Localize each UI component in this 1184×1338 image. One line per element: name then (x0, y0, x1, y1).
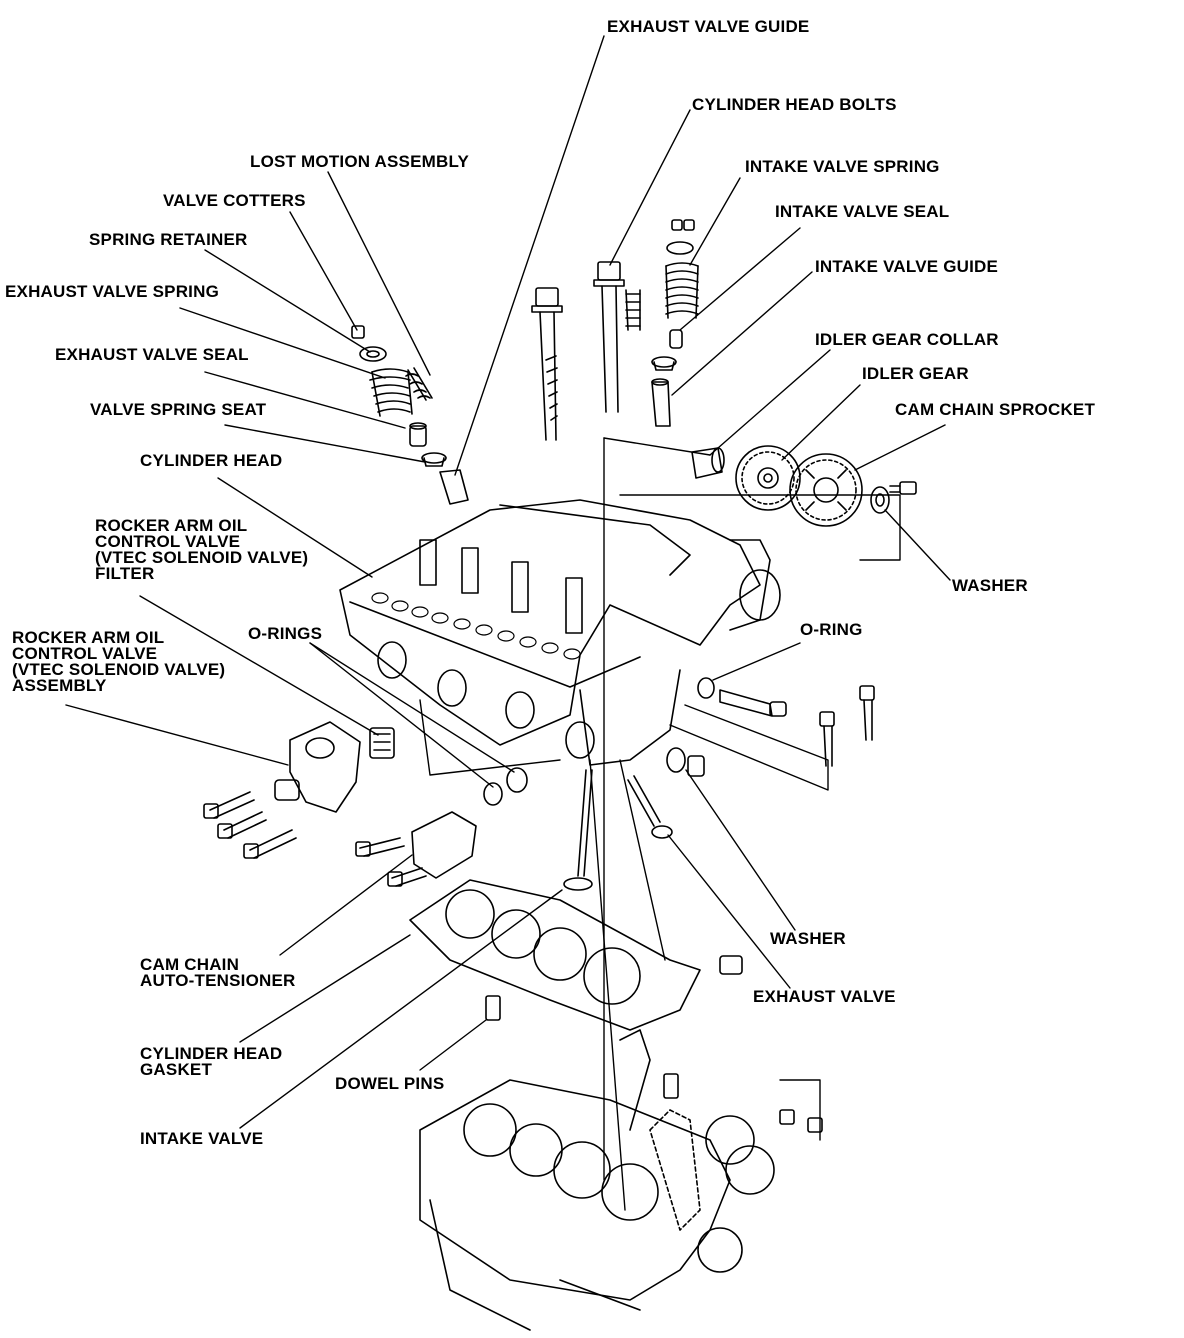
label-valve-cotters: VALVE COTTERS (163, 191, 306, 210)
valve-cotters-part (351, 325, 365, 339)
exhaust-valve-part (627, 775, 673, 839)
label-washer-top: WASHER (952, 576, 1028, 595)
label-intake-valve-guide: INTAKE VALVE GUIDE (815, 257, 999, 276)
label-o-ring: O-RING (800, 620, 863, 639)
label-intake-valve-seal: INTAKE VALVE SEAL (775, 202, 950, 221)
sprocket-bolt-part (889, 481, 917, 495)
label-solenoid-filter-line-3: (VTEC SOLENOID VALVE) (95, 548, 309, 567)
label-idler-gear: IDLER GEAR (862, 364, 969, 383)
bolt-long-right (719, 689, 787, 717)
valve-spring-seat-part (421, 452, 447, 467)
label-solenoid-assembly: ROCKER ARM OIL CONTROL VALVE (VTEC SOLEN… (12, 628, 226, 695)
label-cylinder-head: CYLINDER HEAD (140, 451, 283, 470)
intake-valve-spring-part (665, 262, 699, 319)
idler-gear-part (735, 445, 801, 511)
intake-valve-retainer-part (666, 241, 694, 255)
label-cylinder-head-gasket: CYLINDER HEAD GASKET (140, 1044, 283, 1079)
label-solenoid-filter: ROCKER ARM OIL CONTROL VALVE (VTEC SOLEN… (95, 516, 309, 583)
intake-spring-small (625, 289, 641, 331)
label-cylinder-head-bolts: CYLINDER HEAD BOLTS (692, 95, 897, 114)
intake-spring-seat-part (651, 356, 677, 371)
washer-part-bottom (666, 747, 705, 777)
cylinder-head-bolt-left (531, 287, 563, 441)
label-solenoid-assembly-line-1: ROCKER ARM OIL (12, 628, 165, 647)
dowel-pin-left (485, 995, 501, 1021)
label-cylinder-head-gasket-line-1: CYLINDER HEAD (140, 1044, 283, 1063)
bolt-vertical-2 (859, 685, 875, 741)
label-cam-chain-auto-tensioner-line-1: CAM CHAIN (140, 955, 240, 974)
label-cylinder-head-gasket-line-2: GASKET (140, 1060, 213, 1079)
dowel-pin-right (663, 1073, 679, 1099)
label-solenoid-filter-line-4: FILTER (95, 564, 155, 583)
label-exhaust-valve-spring: EXHAUST VALVE SPRING (5, 282, 220, 301)
idler-gear-collar-part (691, 447, 725, 479)
bolt-vertical-1 (819, 711, 835, 767)
exhaust-valve-seal-part (409, 422, 427, 447)
cam-chain-auto-tensioner-part (355, 811, 477, 887)
label-o-rings: O-RINGS (248, 624, 323, 643)
label-solenoid-filter-line-1: ROCKER ARM OIL (95, 516, 248, 535)
exhaust-valve-guide-part (439, 469, 469, 505)
label-valve-spring-seat: VALVE SPRING SEAT (90, 400, 267, 419)
label-dowel-pins: DOWEL PINS (335, 1074, 445, 1093)
label-solenoid-assembly-line-4: ASSEMBLY (12, 676, 107, 695)
label-intake-valve-spring: INTAKE VALVE SPRING (745, 157, 940, 176)
cylinder-head-bolt-right (593, 261, 625, 413)
o-ring-part-right (697, 677, 715, 699)
exhaust-valve-spring-part (369, 368, 413, 417)
label-solenoid-assembly-line-2: CONTROL VALVE (12, 644, 158, 663)
engine-block-part (419, 1029, 823, 1331)
spring-retainer-part (359, 346, 387, 362)
o-rings-part-left (483, 767, 528, 806)
label-washer-bottom: WASHER (770, 929, 846, 948)
label-cam-chain-sprocket: CAM CHAIN SPROCKET (895, 400, 1096, 419)
cylinder-head-gasket-part (409, 879, 743, 1031)
intake-valve-guide-part (651, 378, 671, 427)
lost-motion-assembly-part (405, 367, 433, 401)
label-exhaust-valve-guide: EXHAUST VALVE GUIDE (607, 17, 810, 36)
label-cam-chain-auto-tensioner-line-2: AUTO-TENSIONER (140, 971, 296, 990)
washer-part-top (870, 486, 890, 514)
intake-valve-cotters-part (671, 219, 695, 231)
label-idler-gear-collar: IDLER GEAR COLLAR (815, 330, 999, 349)
label-spring-retainer: SPRING RETAINER (89, 230, 248, 249)
cylinder-head-part (339, 499, 781, 766)
intake-valve-part (563, 769, 593, 891)
label-exhaust-valve: EXHAUST VALVE (753, 987, 896, 1006)
solenoid-filter-part (369, 727, 395, 759)
label-intake-valve: INTAKE VALVE (140, 1129, 264, 1148)
label-solenoid-assembly-line-3: (VTEC SOLENOID VALVE) (12, 660, 226, 679)
cam-chain-sprocket-part (789, 453, 863, 527)
label-lost-motion-assembly: LOST MOTION ASSEMBLY (250, 152, 470, 171)
solenoid-valve-assembly-part (203, 721, 361, 859)
intake-valve-seal-part (669, 329, 683, 349)
label-exhaust-valve-seal: EXHAUST VALVE SEAL (55, 345, 249, 364)
label-solenoid-filter-line-2: CONTROL VALVE (95, 532, 241, 551)
label-cam-chain-auto-tensioner: CAM CHAIN AUTO-TENSIONER (140, 955, 296, 990)
